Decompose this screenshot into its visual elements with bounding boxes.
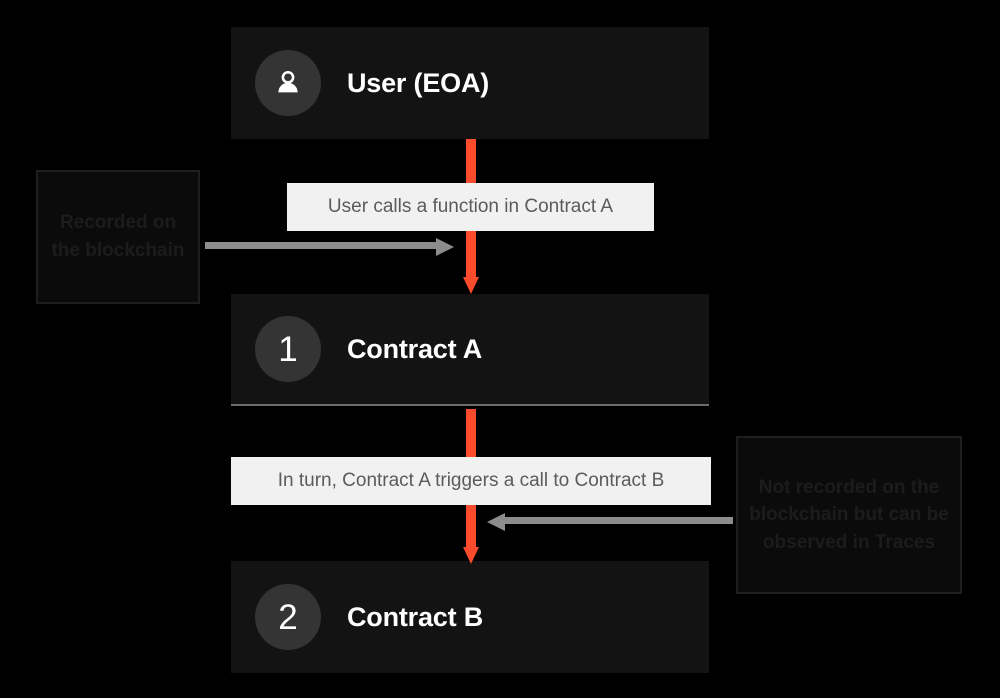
node-contract-b-label: Contract B — [347, 601, 484, 632]
node-user-eoa-label: User (EOA) — [347, 67, 490, 98]
node-contract-a[interactable]: 1 Contract A — [231, 294, 709, 406]
edge-label-user-calls-contract-a: User calls a function in Contract A — [287, 183, 654, 231]
node-contract-b[interactable]: 2 Contract B — [231, 561, 709, 673]
arrow-head-down-icon — [463, 277, 479, 294]
pointer-arrow-left-note — [205, 238, 454, 256]
arrow-head-left-icon — [487, 513, 505, 531]
flow-arrow-user-to-label-1 — [463, 139, 477, 185]
arrow-shaft — [466, 409, 476, 459]
step-number-badge-2: 2 — [255, 584, 321, 650]
edge-label-contract-a-calls-contract-b: In turn, Contract A triggers a call to C… — [231, 457, 711, 505]
node-user-eoa[interactable]: User (EOA) — [231, 27, 709, 139]
arrow-shaft — [466, 139, 476, 185]
note-recorded-on-blockchain: Recorded on the blockchain — [36, 170, 200, 304]
node-contract-a-label: Contract A — [347, 333, 483, 364]
step-number-badge-1: 1 — [255, 316, 321, 382]
arrow-shaft — [466, 503, 476, 549]
user-icon — [255, 50, 321, 116]
arrow-head-down-icon — [463, 547, 479, 564]
flow-arrow-contract-a-to-label-2 — [463, 409, 477, 459]
note-not-recorded-traces: Not recorded on the blockchain but can b… — [736, 436, 962, 594]
flow-arrow-label-1-to-contract-a — [463, 229, 479, 295]
arrow-shaft — [503, 517, 733, 524]
arrow-shaft — [466, 229, 476, 279]
arrow-shaft — [205, 242, 438, 249]
flow-arrow-label-2-to-contract-b — [463, 503, 479, 565]
pointer-arrow-right-note — [487, 513, 733, 531]
arrow-head-right-icon — [436, 238, 454, 256]
